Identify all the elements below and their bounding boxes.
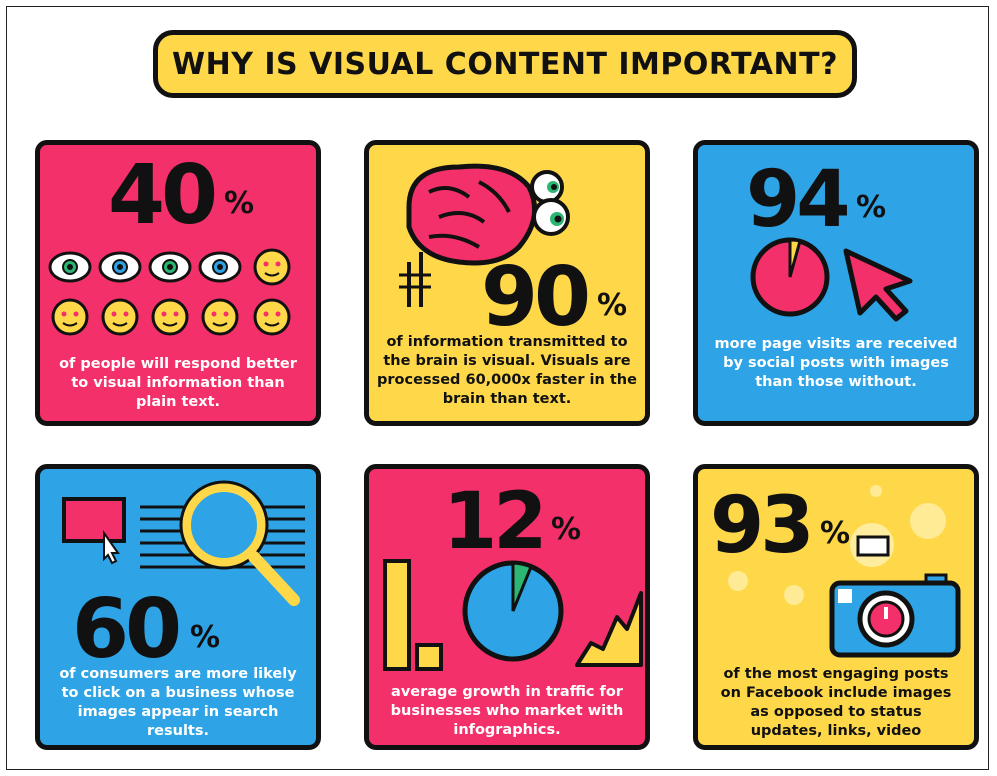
smiley-face-icon bbox=[253, 298, 291, 336]
pie-chart-icon bbox=[750, 237, 830, 317]
sparkle-icon bbox=[728, 485, 946, 605]
smiley-face-icon bbox=[51, 298, 89, 336]
pie-chart-icon bbox=[462, 560, 564, 662]
stat-value: 93 bbox=[710, 481, 815, 571]
smiley-face-icon bbox=[101, 298, 139, 336]
stat-card-60: 60 % of consumers are more likely to cli… bbox=[35, 464, 321, 750]
page-title: WHY IS VISUAL CONTENT IMPORTANT? bbox=[172, 46, 838, 82]
stat-description: of people will respond better to visual … bbox=[59, 356, 297, 410]
eye-icon bbox=[98, 251, 142, 283]
stat-description: more page visits are received by social … bbox=[714, 336, 958, 390]
smiley-face-icon bbox=[201, 298, 239, 336]
stat-description: of consumers are more likely to click on… bbox=[59, 666, 297, 739]
eye-icon bbox=[148, 251, 192, 283]
stat-value: 94 bbox=[746, 155, 851, 245]
eye-icon-row bbox=[48, 248, 291, 336]
stat-unit: % bbox=[551, 512, 582, 547]
stat-card-12: 12 % average growth in traffic for busin… bbox=[364, 464, 650, 750]
stat-card-93: 93 % of the most engaging posts on Faceb… bbox=[693, 464, 979, 750]
stat-value: 12 bbox=[443, 477, 548, 567]
eye-icon bbox=[48, 251, 92, 283]
camera-icon bbox=[829, 523, 961, 658]
cursor-arrow-icon bbox=[843, 248, 913, 322]
stat-description: of the most engaging posts on Facebook i… bbox=[720, 666, 952, 739]
eye-icon bbox=[198, 251, 242, 283]
brain-icon bbox=[399, 163, 570, 307]
screen-pointer-icon bbox=[62, 497, 126, 565]
stat-unit: % bbox=[597, 288, 628, 323]
smiley-face-icon bbox=[253, 248, 291, 286]
stat-unit: % bbox=[856, 190, 887, 225]
stat-card-40: 40 % bbox=[35, 140, 321, 426]
stat-unit: % bbox=[224, 186, 255, 221]
googly-eyes-icon bbox=[530, 170, 570, 236]
stat-description: average growth in traffic for businesses… bbox=[390, 684, 624, 738]
bar-chart-icon bbox=[383, 559, 443, 671]
stat-unit: % bbox=[820, 516, 851, 551]
fork-icon bbox=[399, 252, 431, 307]
stat-value: 40 bbox=[108, 148, 218, 243]
stat-card-94: 94 % more page visits are received by so… bbox=[693, 140, 979, 426]
line-graph-icon bbox=[575, 591, 643, 667]
stat-value: 90 bbox=[481, 250, 591, 345]
stat-description: of information transmitted to the brain … bbox=[377, 334, 637, 407]
smiley-face-icon bbox=[151, 298, 189, 336]
title-banner: WHY IS VISUAL CONTENT IMPORTANT? bbox=[153, 30, 857, 98]
stat-unit: % bbox=[190, 620, 221, 655]
stat-card-90: 90 % of information transmitted to the b… bbox=[364, 140, 650, 426]
magnifying-glass-icon bbox=[179, 480, 300, 606]
stat-value: 60 bbox=[72, 582, 182, 677]
